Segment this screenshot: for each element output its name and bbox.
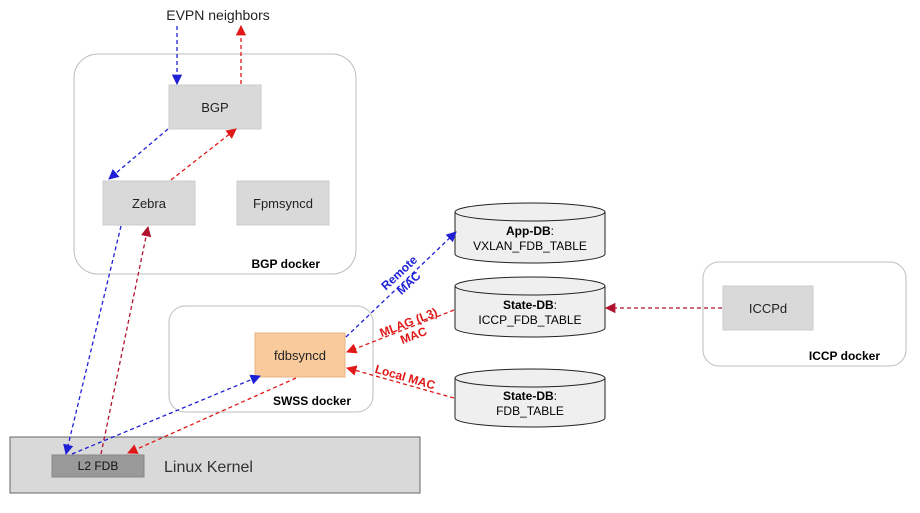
state-db-fdb-sep: : [554, 389, 557, 403]
state-db-iccp-title: State-DB: [503, 298, 557, 312]
arrow-fdbdb-to-fdbsyncd [345, 365, 455, 399]
bgp-docker-label: BGP docker [252, 257, 321, 271]
local-mac-edge-label: Local MAC [373, 362, 437, 393]
state-db-fdb-name: State-DB [503, 389, 554, 403]
fpmsyncd-process-label: Fpmsyncd [253, 196, 313, 211]
l2-fdb-box[interactable] [51, 454, 145, 478]
arrow-iccpdb-to-fdbsyncd [346, 309, 455, 354]
app-db-table: VXLAN_FDB_TABLE [473, 239, 587, 253]
arrow-l2fdb-to-zebra [100, 225, 152, 455]
linux-kernel-label: Linux Kernel [164, 459, 253, 476]
iccpd-process-box[interactable] [722, 285, 814, 331]
iccp-docker-label: ICCP docker [809, 349, 880, 363]
l2-fdb-label: L2 FDB [78, 459, 119, 473]
state-db-fdb-title: State-DB: [503, 389, 557, 403]
app-db-sep: : [551, 224, 554, 238]
state-db-fdb-table: FDB_TABLE [496, 404, 564, 418]
state-db-iccp-name: State-DB [503, 298, 554, 312]
app-db-title: App-DB: [506, 224, 554, 238]
mlag-mac-edge-label: MLAG (L3) MAC [378, 305, 440, 347]
fpmsyncd-process-box[interactable] [236, 180, 330, 226]
state-db-iccp-cylinder[interactable]: State-DB: ICCP_FDB_TABLE [454, 276, 606, 338]
fdbsyncd-process-label: fdbsyncd [274, 348, 326, 363]
state-db-iccp-sep: : [554, 298, 557, 312]
remote-mac-edge-label: Remote MAC [378, 253, 423, 298]
fdbsyncd-process-box[interactable] [254, 332, 346, 378]
app-db-cylinder[interactable]: App-DB: VXLAN_FDB_TABLE [454, 202, 606, 264]
arrow-l2fdb-to-fdbsyncd [71, 374, 261, 455]
bgp-process-box[interactable] [168, 84, 262, 130]
iccpd-process-label: ICCPd [749, 301, 787, 316]
bgp-process-label: BGP [201, 100, 228, 115]
zebra-process-label: Zebra [132, 196, 167, 211]
local-mac-text: Local MAC [373, 362, 437, 393]
arrow-fdbsyncd-to-l2fdb [127, 377, 297, 454]
zebra-process-box[interactable] [102, 180, 196, 226]
arrow-bgp-to-zebra [108, 128, 169, 180]
state-db-fdb-cylinder[interactable]: State-DB: FDB_TABLE [454, 368, 606, 428]
arrow-fdbsyncd-to-appdb [345, 231, 457, 338]
swss-docker-label: SWSS docker [273, 394, 351, 408]
app-db-name: App-DB [506, 224, 551, 238]
evpn-neighbors-label: EVPN neighbors [166, 7, 270, 23]
state-db-iccp-table: ICCP_FDB_TABLE [478, 313, 581, 327]
